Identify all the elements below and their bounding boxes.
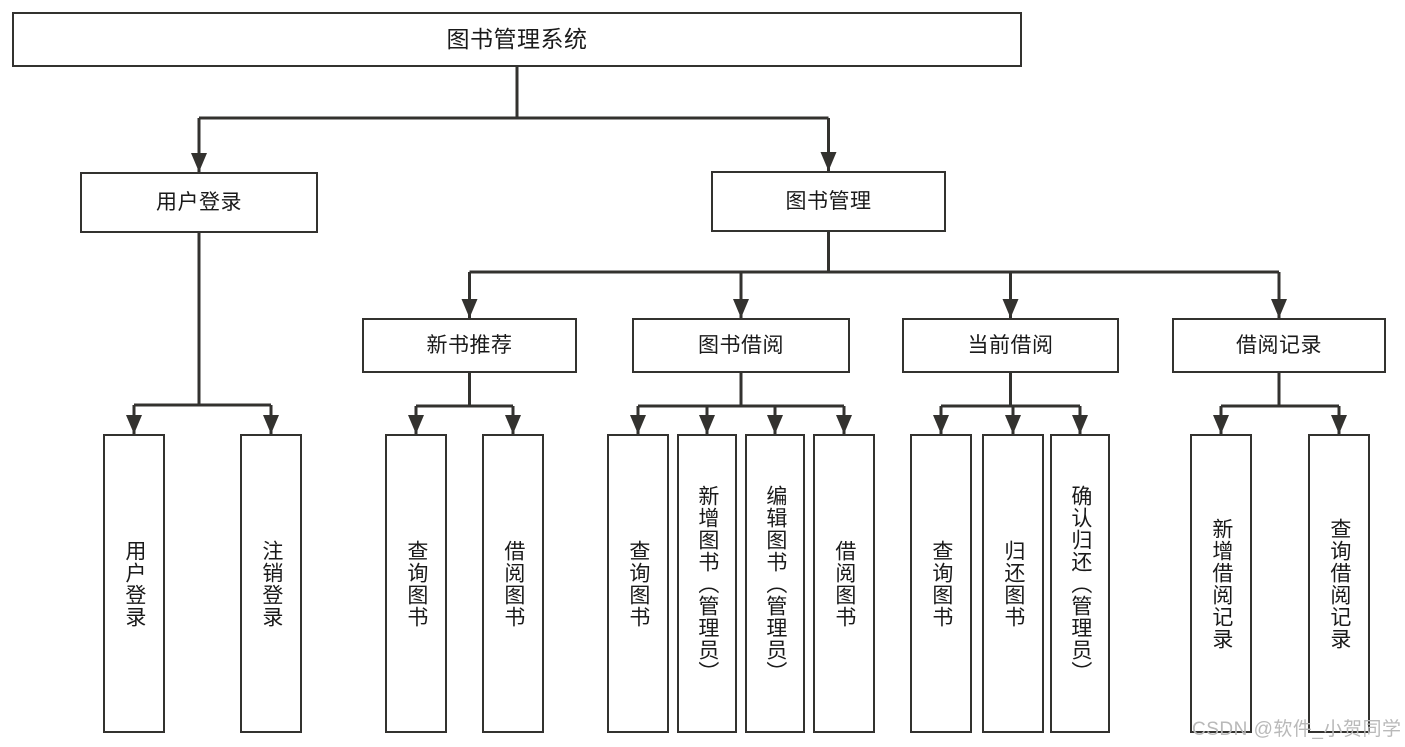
node-label-borrow: 图书借阅	[698, 333, 784, 357]
arrow-head-borrow	[733, 299, 749, 318]
node-box-root[interactable]: 图书管理系统	[12, 12, 1022, 67]
node-box-borrow[interactable]: 图书借阅	[632, 318, 850, 373]
arrow-head-q3	[933, 415, 949, 434]
node-label-confirm: 确认归还（管理员）	[1068, 484, 1092, 683]
node-label-login: 用户登录	[156, 190, 242, 214]
node-box-addbook[interactable]: 新增图书（管理员）	[677, 434, 737, 733]
node-label-return: 归还图书	[1001, 539, 1025, 628]
arrow-head-qrec	[1331, 415, 1347, 434]
connector-group	[126, 67, 1347, 434]
node-box-q2[interactable]: 查询图书	[607, 434, 669, 733]
node-box-userlogin[interactable]: 用户登录	[103, 434, 165, 733]
node-label-newbook: 新书推荐	[426, 333, 513, 357]
node-label-q3: 查询图书	[929, 539, 953, 628]
node-box-login[interactable]: 用户登录	[80, 172, 318, 233]
node-label-current: 当前借阅	[967, 333, 1054, 357]
node-label-qrec: 查询借阅记录	[1327, 517, 1351, 650]
arrow-head-record	[1271, 299, 1287, 318]
node-label-q1: 查询图书	[404, 539, 428, 628]
node-label-addrec: 新增借阅记录	[1209, 517, 1233, 650]
arrow-head-q1	[408, 415, 424, 434]
arrow-head-userlogin	[126, 415, 142, 434]
node-box-record[interactable]: 借阅记录	[1172, 318, 1386, 373]
arrow-head-login	[191, 153, 207, 172]
node-box-q1[interactable]: 查询图书	[385, 434, 447, 733]
node-label-q2: 查询图书	[626, 539, 650, 628]
node-box-qrec[interactable]: 查询借阅记录	[1308, 434, 1370, 733]
arrow-head-return	[1005, 415, 1021, 434]
node-box-q3[interactable]: 查询图书	[910, 434, 972, 733]
arrow-head-addrec	[1213, 415, 1229, 434]
arrow-head-b2	[836, 415, 852, 434]
arrow-head-q2	[630, 415, 646, 434]
node-box-b2[interactable]: 借阅图书	[813, 434, 875, 733]
node-box-editbook[interactable]: 编辑图书（管理员）	[745, 434, 805, 733]
node-box-bookmgr[interactable]: 图书管理	[711, 171, 946, 232]
node-label-addbook: 新增图书（管理员）	[695, 484, 719, 683]
node-box-b1[interactable]: 借阅图书	[482, 434, 544, 733]
arrow-head-current	[1002, 299, 1019, 318]
node-box-newbook[interactable]: 新书推荐	[362, 318, 577, 373]
arrow-head-bookmgr	[820, 152, 837, 171]
node-label-editbook: 编辑图书（管理员）	[763, 484, 787, 683]
arrow-head-logout	[263, 415, 279, 434]
node-label-userlogin: 用户登录	[122, 539, 146, 628]
node-box-return[interactable]: 归还图书	[982, 434, 1044, 733]
node-box-current[interactable]: 当前借阅	[902, 318, 1119, 373]
node-box-addrec[interactable]: 新增借阅记录	[1190, 434, 1252, 733]
node-box-logout[interactable]: 注销登录	[240, 434, 302, 733]
arrow-head-editbook	[767, 415, 783, 434]
node-label-root: 图书管理系统	[446, 25, 588, 52]
node-label-b1: 借阅图书	[501, 539, 525, 628]
arrow-head-addbook	[699, 415, 715, 434]
node-label-record: 借阅记录	[1236, 333, 1322, 357]
node-label-b2: 借阅图书	[832, 539, 856, 628]
arrow-head-confirm	[1072, 415, 1088, 434]
arrow-head-newbook	[461, 299, 478, 318]
node-label-logout: 注销登录	[259, 539, 283, 628]
node-label-bookmgr: 图书管理	[785, 189, 872, 213]
arrow-head-b1	[505, 415, 521, 434]
node-box-confirm[interactable]: 确认归还（管理员）	[1050, 434, 1110, 733]
